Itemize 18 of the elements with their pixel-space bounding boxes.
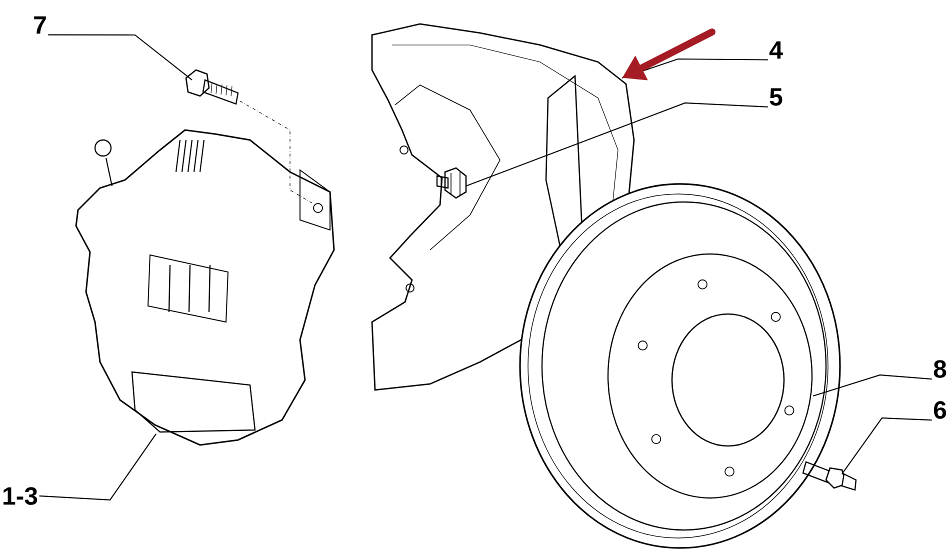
leader-line (39, 434, 156, 501)
leader-line (622, 58, 768, 79)
callout-number: 7 (34, 16, 46, 34)
leader-line (812, 374, 932, 396)
leader-line (842, 417, 932, 474)
callout-number: 4 (769, 41, 783, 59)
bolt-drawing (185, 69, 239, 105)
callout-number: 5 (770, 88, 782, 106)
leader-line (466, 102, 768, 186)
bolt-drawing (436, 167, 467, 199)
leader-line (48, 34, 192, 80)
wheel-stud-drawing (802, 461, 857, 491)
brake-caliper-drawing (75, 129, 335, 446)
callout-number: 8 (934, 360, 946, 378)
callout-number: 1-3 (4, 487, 38, 505)
centre-line (240, 100, 312, 204)
callout-number: 6 (934, 401, 946, 419)
brake-disc-drawing (519, 183, 841, 549)
